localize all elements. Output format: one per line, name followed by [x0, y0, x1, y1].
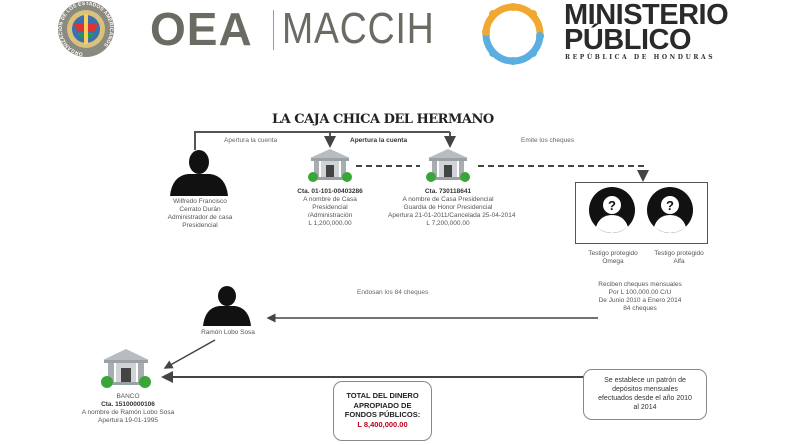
maccih-logo-text: MACCIH: [282, 4, 435, 53]
note-line: Por L 100,000.00 C/U: [608, 289, 672, 296]
person2-name: Ramón Lobo Sosa: [201, 329, 255, 336]
bank1-caption: Cta. 01-101-00403286 A nombre de Casa Pr…: [280, 188, 380, 228]
svg-text:?: ?: [608, 198, 616, 213]
person1-role-line: Administrador de casa: [167, 214, 233, 221]
total-box-line: TOTAL DEL DINERO: [346, 391, 419, 400]
witness-name: Alfa: [673, 258, 685, 265]
ministerio-logo-line2: PÚBLICO: [564, 24, 692, 56]
person1-role-line: Presidencial: [182, 222, 218, 229]
deposit-pattern-box: Se establece un patrón de depósitos mens…: [583, 369, 707, 420]
pattern-line: depósitos mensuales: [612, 386, 678, 393]
total-box-line: FONDOS PÚBLICOS:: [344, 410, 421, 419]
witness-alfa-caption: Testigo protegido Alfa: [645, 250, 713, 266]
label-emite-cheques: Emite los cheques: [521, 137, 575, 144]
pattern-line: Se establece un patrón de: [604, 377, 686, 384]
bank3-line: Apertura 19-01-1995: [98, 417, 158, 424]
ministerio-logo-subtitle: REPÚBLICA DE HONDURAS: [565, 54, 716, 61]
bank3-label: BANCO: [116, 393, 140, 400]
reciben-cheques-note: Reciben cheques mensuales Por L 100,000.…: [590, 281, 690, 313]
witness-label: Testigo protegido: [588, 250, 638, 257]
bank3-caption: BANCO Cta. 15100000106 A nombre de Ramón…: [68, 393, 188, 425]
unknown-person-icon: ?: [589, 187, 635, 233]
bank2-line: A nombre de Casa Presidencial: [402, 196, 494, 203]
bank3-account: Cta. 15100000106: [101, 401, 155, 408]
total-box-line: APROPIADO DE: [353, 400, 412, 410]
total-amount: L 8,400,000.00: [357, 419, 408, 429]
bank1-line: A nombre de Casa: [303, 196, 357, 203]
label-endosan: Endosan los 84 cheques: [357, 289, 429, 296]
person1-name-line: Cerrato Durán: [179, 206, 221, 213]
bank1-amount: L 1,200,000.00: [308, 220, 352, 227]
bank2-line: Apertura 21-01-2011/Cancelada 25-04-2014: [388, 212, 516, 219]
bank2-account: Cta. 730118641: [424, 188, 472, 195]
label-apertura-1: Apertura la cuenta: [224, 137, 278, 144]
svg-text:?: ?: [666, 198, 674, 213]
person1-name-line: Wilfredo Francisco: [173, 198, 227, 205]
bank-building-icon: [426, 149, 470, 182]
person1-caption: Wilfredo Francisco Cerrato Durán Adminis…: [150, 198, 250, 230]
ministerio-logo-line1: MINISTERIO: [564, 0, 729, 31]
ministerio-publico-logo-icon: [482, 3, 544, 65]
label-apertura-2: Apertura la cuenta: [350, 137, 408, 144]
bank1-account: Cta. 01-101-00403286: [297, 188, 363, 195]
diagram-title: LA CAJA CHICA DEL HERMANO: [272, 112, 494, 127]
person-silhouette-icon: [170, 150, 228, 196]
dashed-bank2-witnesses: [478, 165, 649, 182]
witness-label: Testigo protegido: [654, 250, 704, 257]
apertura-connector: [194, 131, 450, 150]
pattern-line: efectuados desde el año 2010: [598, 395, 692, 402]
bank2-line: Guardia de Honor Presidencial: [403, 204, 493, 211]
unknown-person-icon: ?: [647, 187, 693, 233]
oea-seal-logo: ORGANIZACIÓN DE LOS ESTADOS AMERICANOS: [57, 1, 114, 57]
bank-building-icon: [101, 349, 151, 388]
witness-omega-caption: Testigo protegido Omega: [578, 250, 648, 266]
bank3-line: A nombre de Ramón Lobo Sosa: [81, 409, 175, 416]
pattern-line: al 2014: [633, 404, 657, 411]
witness-name: Omega: [602, 258, 624, 265]
bank2-amount: L 7,200,000.00: [426, 220, 470, 227]
total-amount-box: TOTAL DEL DINERO APROPIADO DE FONDOS PÚB…: [333, 381, 432, 441]
protected-witness-icons: ? ?: [589, 187, 693, 233]
oea-logo-text: OEA: [150, 3, 253, 55]
note-line: Reciben cheques mensuales: [598, 281, 682, 288]
bank1-line: /Administración: [307, 212, 353, 219]
person-silhouette-icon: [203, 286, 251, 326]
bank2-caption: Cta. 730118641 A nombre de Casa Presiden…: [388, 188, 516, 228]
note-line: De Junio 2010 a Enero 2014: [598, 297, 682, 304]
note-line: 84 cheques: [623, 305, 657, 312]
bank1-line: Presidencial: [312, 204, 348, 211]
logo-divider: [273, 10, 274, 50]
bank-building-icon: [308, 149, 352, 182]
arrow-ramon-to-bank: [163, 339, 216, 369]
